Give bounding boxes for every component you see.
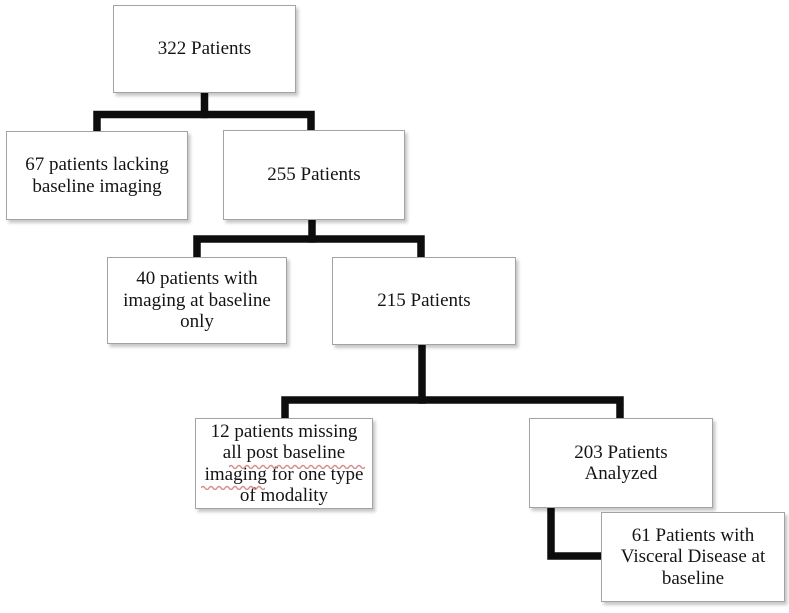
connector-215-branch [281,396,624,420]
connector-255-branch [193,235,425,259]
node-label: 215 Patients [377,290,471,312]
node-label: 203 Patients Analyzed [574,441,668,485]
flow-box-322-patients: 322 Patients [113,5,296,93]
connector-203-to-61 [547,505,601,560]
flow-box-40-baseline-only: 40 patients with imaging at baseline onl… [107,257,287,344]
node-label: 322 Patients [157,38,252,60]
node-label: 67 patients lacking baseline imaging [25,154,169,197]
node-label: 255 Patients [267,164,361,186]
flow-box-61-visceral-disease: 61 Patients with Visceral Disease at bas… [601,512,785,602]
flow-box-255-patients: 255 Patients [223,130,405,220]
connector-total-branch [93,110,315,133]
flow-box-203-analyzed: 203 Patients Analyzed [529,418,713,508]
node-label: 61 Patients with Visceral Disease at bas… [620,524,766,589]
node-label: 12 patients missing all post baseline im… [204,420,364,507]
flow-box-67-lacking-baseline-imaging: 67 patients lacking baseline imaging [6,131,188,220]
flow-box-215-patients: 215 Patients [332,257,516,345]
flow-box-12-missing-post-baseline: 12 patients missing all post baseline im… [195,418,373,509]
node-label: 40 patients with imaging at baseline onl… [123,268,271,333]
